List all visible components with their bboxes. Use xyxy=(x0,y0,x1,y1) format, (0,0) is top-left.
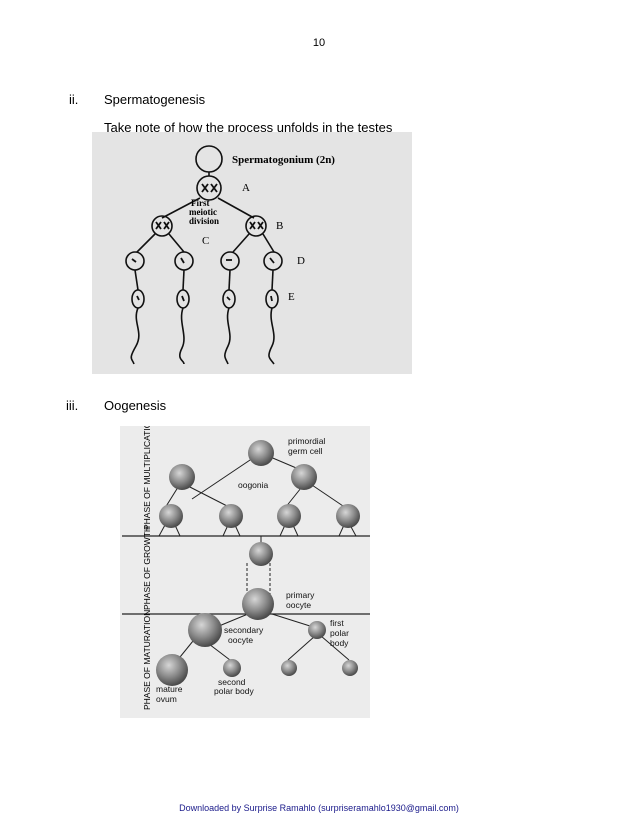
first-polar-label-3: body xyxy=(330,638,349,648)
primordial-germ-cell xyxy=(248,440,274,466)
spermatogonium-label: Spermatogonium (2n) xyxy=(232,154,335,166)
oogenesis-figure: PHASE OF MULTIPLICATION PHASE OF GROWTH … xyxy=(120,426,370,723)
growing-oocyte xyxy=(249,542,273,566)
primordial-label-1: primordial xyxy=(288,436,325,446)
oogonium-1 xyxy=(159,504,183,528)
phase-growth-label: PHASE OF GROWTH xyxy=(142,526,152,610)
section-number-iii: iii. xyxy=(66,398,78,413)
oogonium-4 xyxy=(336,504,360,528)
second-polar-label-2: polar body xyxy=(214,686,254,696)
page-number: 10 xyxy=(0,37,638,49)
section-title-spermatogenesis: Spermatogenesis xyxy=(104,92,205,107)
oogonium-3 xyxy=(277,504,301,528)
secondary-oocyte-label-2: oocyte xyxy=(228,635,253,645)
oogonium-2 xyxy=(219,504,243,528)
primary-oocyte-cell xyxy=(242,588,274,620)
spermatogenesis-diagram: Spermatogonium (2n) A B C D E First meio… xyxy=(92,132,412,374)
phase-maturation-label: PHASE OF MATURATION xyxy=(142,610,152,710)
mature-ovum-label-1: mature xyxy=(156,684,183,694)
spermatogenesis-figure: Spermatogonium (2n) A B C D E First meio… xyxy=(92,132,412,379)
phase-multiplication-label: PHASE OF MULTIPLICATION xyxy=(142,426,152,530)
primordial-label-2: germ cell xyxy=(288,446,323,456)
oogonium-parent-right xyxy=(291,464,317,490)
polar-body-division-2 xyxy=(342,660,358,676)
mature-ovum-label-2: ovum xyxy=(156,694,177,704)
secondary-oocyte-label-1: secondary xyxy=(224,625,264,635)
oogonium-parent-left xyxy=(169,464,195,490)
label-a: A xyxy=(242,182,250,194)
first-polar-label-2: polar xyxy=(330,628,349,638)
first-polar-body-cell xyxy=(308,621,326,639)
first-polar-label-1: first xyxy=(330,618,344,628)
label-c: C xyxy=(202,235,209,247)
second-polar-body-cell xyxy=(223,659,241,677)
primary-oocyte-label-2: oocyte xyxy=(286,600,311,610)
label-b: B xyxy=(276,220,283,232)
oogonia-label: oogonia xyxy=(238,480,269,490)
label-d: D xyxy=(297,255,305,267)
mature-ovum-cell xyxy=(156,654,188,686)
polar-body-division-1 xyxy=(281,660,297,676)
oogenesis-diagram: PHASE OF MULTIPLICATION PHASE OF GROWTH … xyxy=(120,426,370,718)
primary-oocyte-label-1: primary xyxy=(286,590,315,600)
division-label-3: division xyxy=(189,216,219,226)
download-footer: Downloaded by Surprise Ramahlo (surprise… xyxy=(0,803,638,813)
secondary-oocyte-cell xyxy=(188,613,222,647)
label-e: E xyxy=(288,291,295,303)
section-title-oogenesis: Oogenesis xyxy=(104,398,166,413)
section-number-ii: ii. xyxy=(69,92,78,107)
